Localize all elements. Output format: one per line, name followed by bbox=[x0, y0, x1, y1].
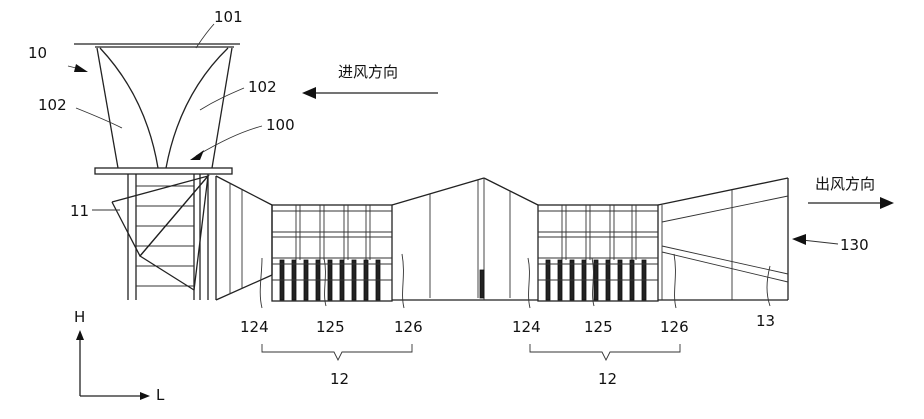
label-124-a: 124 bbox=[240, 318, 269, 336]
label-12-a: 12 bbox=[330, 370, 349, 388]
label-125-b: 125 bbox=[584, 318, 613, 336]
transition-2 bbox=[392, 178, 538, 300]
test-section-12-b bbox=[538, 205, 658, 301]
label-10: 10 bbox=[28, 44, 47, 62]
label-130: 130 bbox=[840, 236, 869, 254]
label-12-b: 12 bbox=[598, 370, 617, 388]
brace-12-b bbox=[530, 344, 680, 360]
test-section-12-a bbox=[272, 205, 392, 301]
label-102-right: 102 bbox=[248, 78, 277, 96]
outlet-direction-label: 出风方向 bbox=[815, 175, 875, 193]
inlet-direction-label: 进风方向 bbox=[338, 63, 398, 81]
label-102-left: 102 bbox=[38, 96, 67, 114]
brace-12-a bbox=[262, 344, 412, 360]
inlet-direction-arrow bbox=[302, 87, 438, 99]
label-100: 100 bbox=[266, 116, 295, 134]
diffuser-130 bbox=[658, 178, 788, 300]
transition-1 bbox=[216, 176, 272, 300]
outlet-direction-arrow bbox=[808, 197, 894, 209]
axis-l-label: L bbox=[156, 386, 165, 404]
frame-section-11 bbox=[112, 174, 216, 300]
label-11: 11 bbox=[70, 202, 89, 220]
leader-lines bbox=[68, 24, 838, 308]
label-124-b: 124 bbox=[512, 318, 541, 336]
axis-indicator bbox=[76, 330, 150, 400]
inlet-funnel bbox=[74, 44, 240, 174]
label-126-b: 126 bbox=[660, 318, 689, 336]
label-13: 13 bbox=[756, 312, 775, 330]
label-101: 101 bbox=[214, 8, 243, 26]
label-125-a: 125 bbox=[316, 318, 345, 336]
label-126-a: 126 bbox=[394, 318, 423, 336]
axis-h-label: H bbox=[74, 308, 85, 326]
